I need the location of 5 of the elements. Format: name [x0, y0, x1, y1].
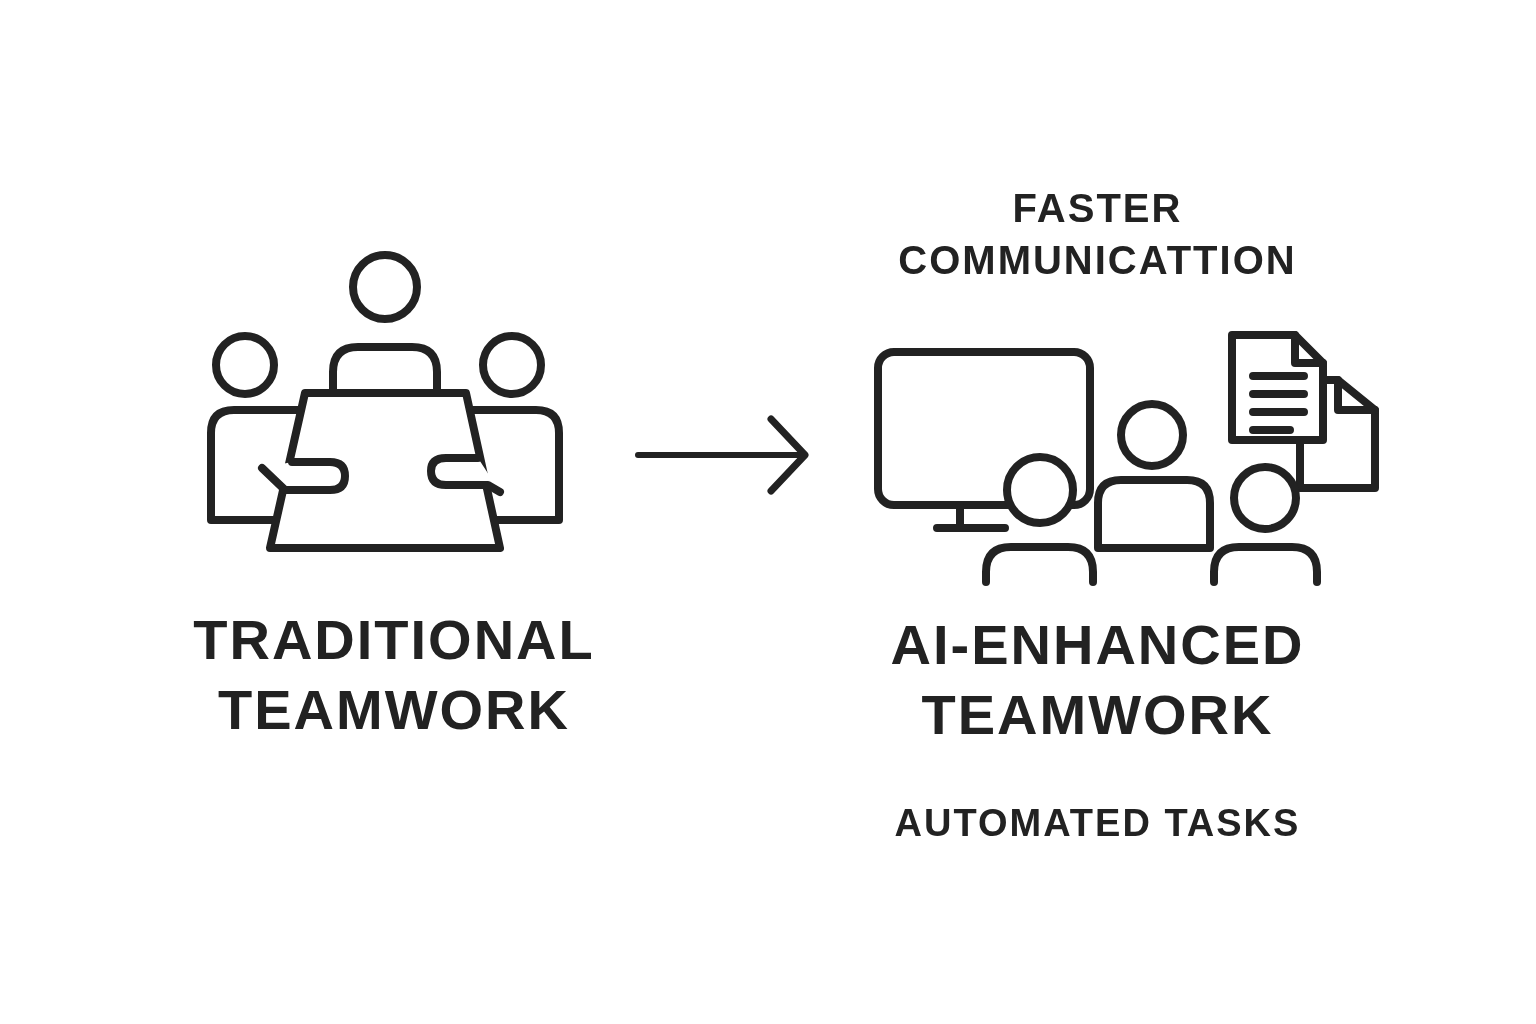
caption-text: FASTER COMMUNICATTION: [897, 185, 1298, 284]
arrow: [635, 415, 809, 495]
node-title: TRADITIONAL TEAMWORK: [192, 607, 596, 743]
caption-text: AUTOMATED TASKS: [893, 801, 1302, 846]
node-title: AI-ENHANCED TEAMWORK: [889, 612, 1306, 748]
